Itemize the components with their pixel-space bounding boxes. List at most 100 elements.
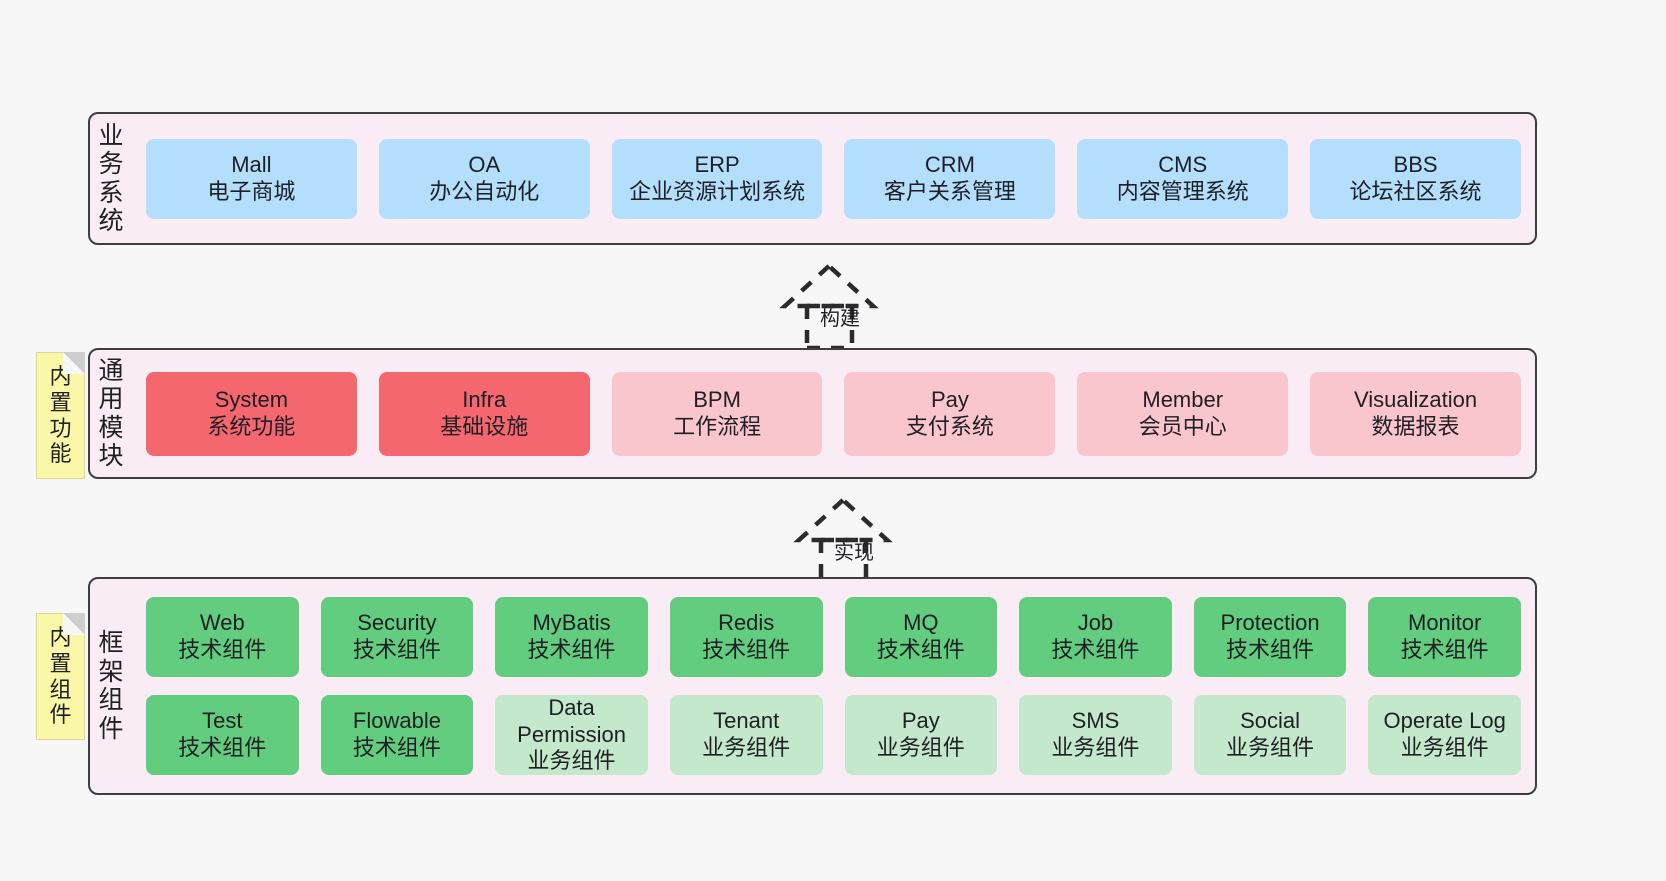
node-row: Mall 电子商城 OA 办公自动化 ERP 企业资源计划系统 CRM 客户关系… bbox=[146, 138, 1521, 219]
node-title: Monitor bbox=[1408, 610, 1482, 636]
node-infra[interactable]: Infra 基础设施 bbox=[378, 371, 590, 456]
node-subtitle: 业务组件 bbox=[1051, 735, 1140, 760]
node-monitor[interactable]: Monitor 技术组件 bbox=[1368, 597, 1521, 677]
node-subtitle: 支付系统 bbox=[905, 413, 994, 439]
node-subtitle: 技术组件 bbox=[352, 735, 441, 760]
connector-build: 构建 bbox=[757, 258, 907, 351]
node-cms[interactable]: CMS 内容管理系统 bbox=[1077, 138, 1289, 219]
node-flowable[interactable]: Flowable 技术组件 bbox=[320, 695, 474, 775]
node-data-permission[interactable]: Data Permission 业务组件 bbox=[495, 695, 648, 775]
layer-business-system-body: Mall 电子商城 OA 办公自动化 ERP 企业资源计划系统 CRM 客户关系… bbox=[132, 114, 1535, 243]
node-subtitle: 技术组件 bbox=[178, 637, 267, 662]
node-pay-component[interactable]: Pay 业务组件 bbox=[844, 695, 998, 775]
node-pay-module[interactable]: Pay 支付系统 bbox=[844, 371, 1056, 456]
title-char: 架 bbox=[98, 657, 124, 686]
node-tenant[interactable]: Tenant 业务组件 bbox=[669, 695, 823, 775]
title-char: 块 bbox=[98, 442, 124, 470]
node-subtitle: 内容管理系统 bbox=[1116, 178, 1249, 204]
connector-implement: 实现 bbox=[771, 492, 921, 585]
node-title: Test bbox=[202, 708, 243, 734]
node-title: Member bbox=[1142, 386, 1224, 412]
node-security[interactable]: Security 技术组件 bbox=[320, 597, 474, 677]
node-title: Security bbox=[357, 610, 437, 636]
note-char: 置 bbox=[49, 650, 72, 676]
node-title: Pay bbox=[930, 386, 969, 412]
node-subtitle: 业务组件 bbox=[527, 748, 616, 774]
note-fold-corner-icon bbox=[63, 352, 85, 374]
node-subtitle: 客户关系管理 bbox=[883, 178, 1016, 204]
node-title: CRM bbox=[924, 151, 975, 177]
layer-common-module-body: System 系统功能 Infra 基础设施 BPM 工作流程 Pay 支付系统… bbox=[132, 350, 1535, 477]
node-mybatis[interactable]: MyBatis 技术组件 bbox=[495, 597, 648, 677]
node-title: OA bbox=[468, 151, 501, 177]
node-title: Infra bbox=[462, 386, 507, 412]
node-title: Flowable bbox=[352, 708, 441, 734]
node-title: System bbox=[214, 386, 289, 412]
title-char: 系 bbox=[98, 178, 124, 207]
node-subtitle: 业务组件 bbox=[1226, 735, 1315, 760]
node-operate-log[interactable]: Operate Log 业务组件 bbox=[1368, 695, 1521, 775]
note-char: 置 bbox=[49, 389, 72, 415]
note-char: 组 bbox=[49, 676, 72, 702]
node-subtitle: 技术组件 bbox=[178, 735, 267, 760]
node-member[interactable]: Member 会员中心 bbox=[1077, 371, 1289, 456]
node-subtitle: 技术组件 bbox=[1051, 637, 1140, 662]
node-title: BBS bbox=[1393, 151, 1438, 177]
node-test[interactable]: Test 技术组件 bbox=[146, 695, 299, 775]
title-char: 通 bbox=[98, 356, 124, 385]
node-bpm[interactable]: BPM 工作流程 bbox=[611, 371, 823, 456]
generalization-triangle bbox=[779, 262, 879, 309]
title-char: 组 bbox=[98, 686, 124, 714]
node-title: Mall bbox=[231, 151, 272, 177]
node-subtitle: 技术组件 bbox=[1226, 637, 1315, 662]
node-mall[interactable]: Mall 电子商城 bbox=[146, 138, 357, 219]
note-builtin-function: 内 置 功 能 bbox=[36, 352, 85, 479]
generalization-triangle bbox=[793, 496, 893, 543]
note-char: 件 bbox=[49, 702, 72, 728]
node-subtitle: 技术组件 bbox=[352, 637, 441, 662]
node-row-technical: Web 技术组件 Security 技术组件 MyBatis 技术组件 Redi… bbox=[146, 597, 1521, 677]
node-subtitle: 技术组件 bbox=[876, 637, 965, 662]
node-title: Redis bbox=[718, 610, 775, 636]
title-char: 框 bbox=[98, 629, 124, 657]
node-crm[interactable]: CRM 客户关系管理 bbox=[844, 138, 1056, 219]
node-protection[interactable]: Protection 技术组件 bbox=[1193, 597, 1347, 677]
node-subtitle: 会员中心 bbox=[1138, 413, 1227, 439]
layer-common-module: 通 用 模 块 System 系统功能 Infra 基础设施 BPM 工作流程 bbox=[88, 348, 1537, 479]
layer-framework-component: 框 架 组 件 Web 技术组件 Security 技术组件 MyBatis 技… bbox=[88, 577, 1537, 795]
node-subtitle: 论坛社区系统 bbox=[1349, 178, 1482, 204]
title-char: 件 bbox=[98, 714, 124, 743]
node-title: MQ bbox=[903, 610, 939, 636]
node-system[interactable]: System 系统功能 bbox=[146, 371, 357, 456]
node-subtitle: 业务组件 bbox=[702, 735, 791, 760]
node-sms[interactable]: SMS 业务组件 bbox=[1019, 695, 1172, 775]
layer-framework-component-title: 框 架 组 件 bbox=[90, 579, 132, 793]
node-redis[interactable]: Redis 技术组件 bbox=[669, 597, 823, 677]
node-row: System 系统功能 Infra 基础设施 BPM 工作流程 Pay 支付系统… bbox=[146, 371, 1521, 456]
node-erp[interactable]: ERP 企业资源计划系统 bbox=[611, 138, 823, 219]
connector-build-label: 构建 bbox=[820, 308, 860, 330]
title-char: 统 bbox=[98, 207, 124, 235]
note-char: 能 bbox=[49, 441, 72, 467]
node-job[interactable]: Job 技术组件 bbox=[1019, 597, 1172, 677]
node-subtitle: 企业资源计划系统 bbox=[629, 178, 806, 204]
node-oa[interactable]: OA 办公自动化 bbox=[378, 138, 590, 219]
node-mq[interactable]: MQ 技术组件 bbox=[844, 597, 998, 677]
node-visualization[interactable]: Visualization 数据报表 bbox=[1310, 371, 1521, 456]
node-social[interactable]: Social 业务组件 bbox=[1193, 695, 1347, 775]
node-subtitle: 系统功能 bbox=[207, 413, 296, 439]
node-subtitle: 技术组件 bbox=[527, 637, 616, 662]
note-builtin-component: 内 置 组 件 bbox=[36, 613, 85, 740]
node-title: Pay bbox=[901, 708, 940, 734]
node-subtitle: 业务组件 bbox=[1400, 735, 1489, 760]
node-title: BPM bbox=[693, 386, 741, 412]
node-row-business: Test 技术组件 Flowable 技术组件 Data Permission … bbox=[146, 695, 1521, 775]
title-char: 务 bbox=[98, 150, 124, 178]
node-bbs[interactable]: BBS 论坛社区系统 bbox=[1310, 138, 1521, 219]
title-char: 业 bbox=[98, 121, 124, 150]
node-web[interactable]: Web 技术组件 bbox=[146, 597, 299, 677]
node-title: ERP bbox=[694, 151, 740, 177]
node-title: Social bbox=[1240, 708, 1301, 734]
layer-common-module-title: 通 用 模 块 bbox=[90, 350, 132, 477]
